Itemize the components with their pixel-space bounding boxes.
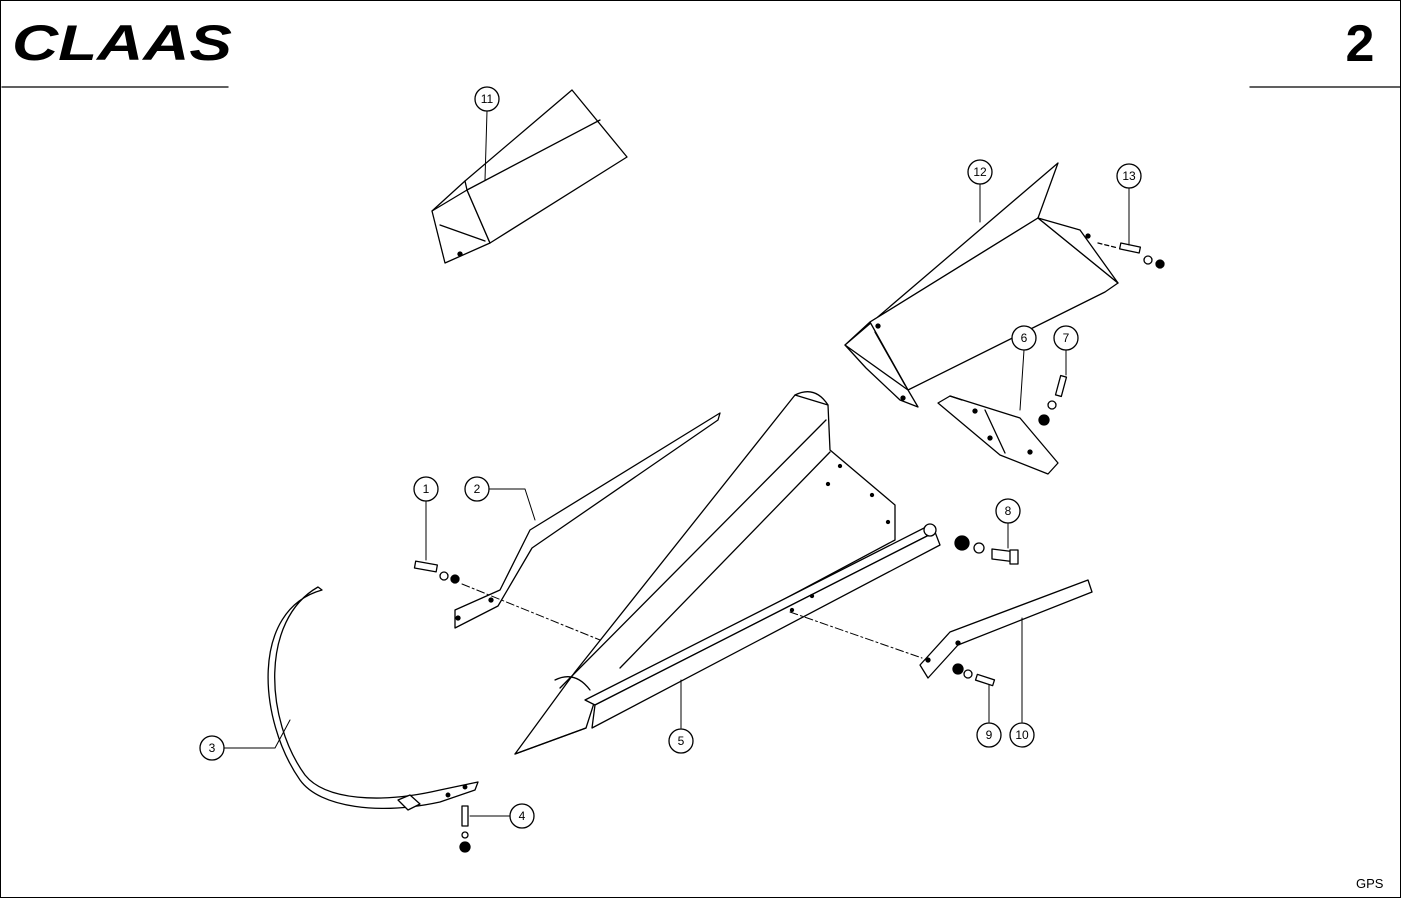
part-11-top-shield xyxy=(431,89,628,264)
callout-10-label: 10 xyxy=(1015,728,1029,742)
callout-4-label: 4 xyxy=(519,809,526,823)
footer-code: GPS xyxy=(1356,876,1384,891)
callout-7: 7 xyxy=(1053,325,1079,351)
callout-13: 13 xyxy=(1116,163,1142,189)
callout-9-label: 9 xyxy=(986,728,993,742)
part-13-bolt xyxy=(1097,242,1165,269)
claas-logo: CLAAS xyxy=(12,17,232,67)
page-number: 2 xyxy=(1345,15,1375,73)
callout-1-label: 1 xyxy=(423,482,430,496)
callout-6-label: 6 xyxy=(1021,331,1028,345)
callout-8: 8 xyxy=(995,498,1021,524)
leader-lines xyxy=(223,110,1130,817)
part-6-bracket xyxy=(937,395,1059,475)
part-12-rear-shield xyxy=(844,162,1119,408)
callout-7-label: 7 xyxy=(1063,331,1070,345)
part-8-bolt xyxy=(954,535,1019,565)
part-7-bolt xyxy=(1038,374,1068,426)
callout-1: 1 xyxy=(413,476,439,502)
callout-12: 12 xyxy=(967,159,993,185)
part-4-bolt xyxy=(459,805,471,853)
part-5-crop-divider xyxy=(514,391,941,755)
part-10-rear-rod xyxy=(919,579,1093,679)
callout-12-label: 12 xyxy=(973,165,987,179)
part-9-bolt xyxy=(952,663,996,687)
callout-5: 5 xyxy=(668,728,694,754)
callout-8-label: 8 xyxy=(1005,504,1012,518)
callouts: 1 2 3 4 5 6 7 8 9 10 11 12 13 xyxy=(199,86,1142,829)
part-1-bolt xyxy=(413,560,460,584)
part-3-curved-rod xyxy=(267,586,479,811)
callout-5-label: 5 xyxy=(678,734,685,748)
callout-2-label: 2 xyxy=(474,482,481,496)
callout-10: 10 xyxy=(1009,722,1035,748)
callout-13-label: 13 xyxy=(1122,169,1136,183)
callout-3-label: 3 xyxy=(209,741,216,755)
callout-4: 4 xyxy=(509,803,535,829)
brand-wordmark: CLAAS xyxy=(12,17,232,67)
callout-3: 3 xyxy=(199,735,225,761)
callout-11: 11 xyxy=(474,86,500,112)
part-2-rod xyxy=(454,412,721,629)
callout-6: 6 xyxy=(1011,325,1037,351)
assembly-lines xyxy=(461,583,923,659)
callout-9: 9 xyxy=(976,722,1002,748)
callout-2: 2 xyxy=(464,476,490,502)
callout-11-label: 11 xyxy=(481,92,494,106)
